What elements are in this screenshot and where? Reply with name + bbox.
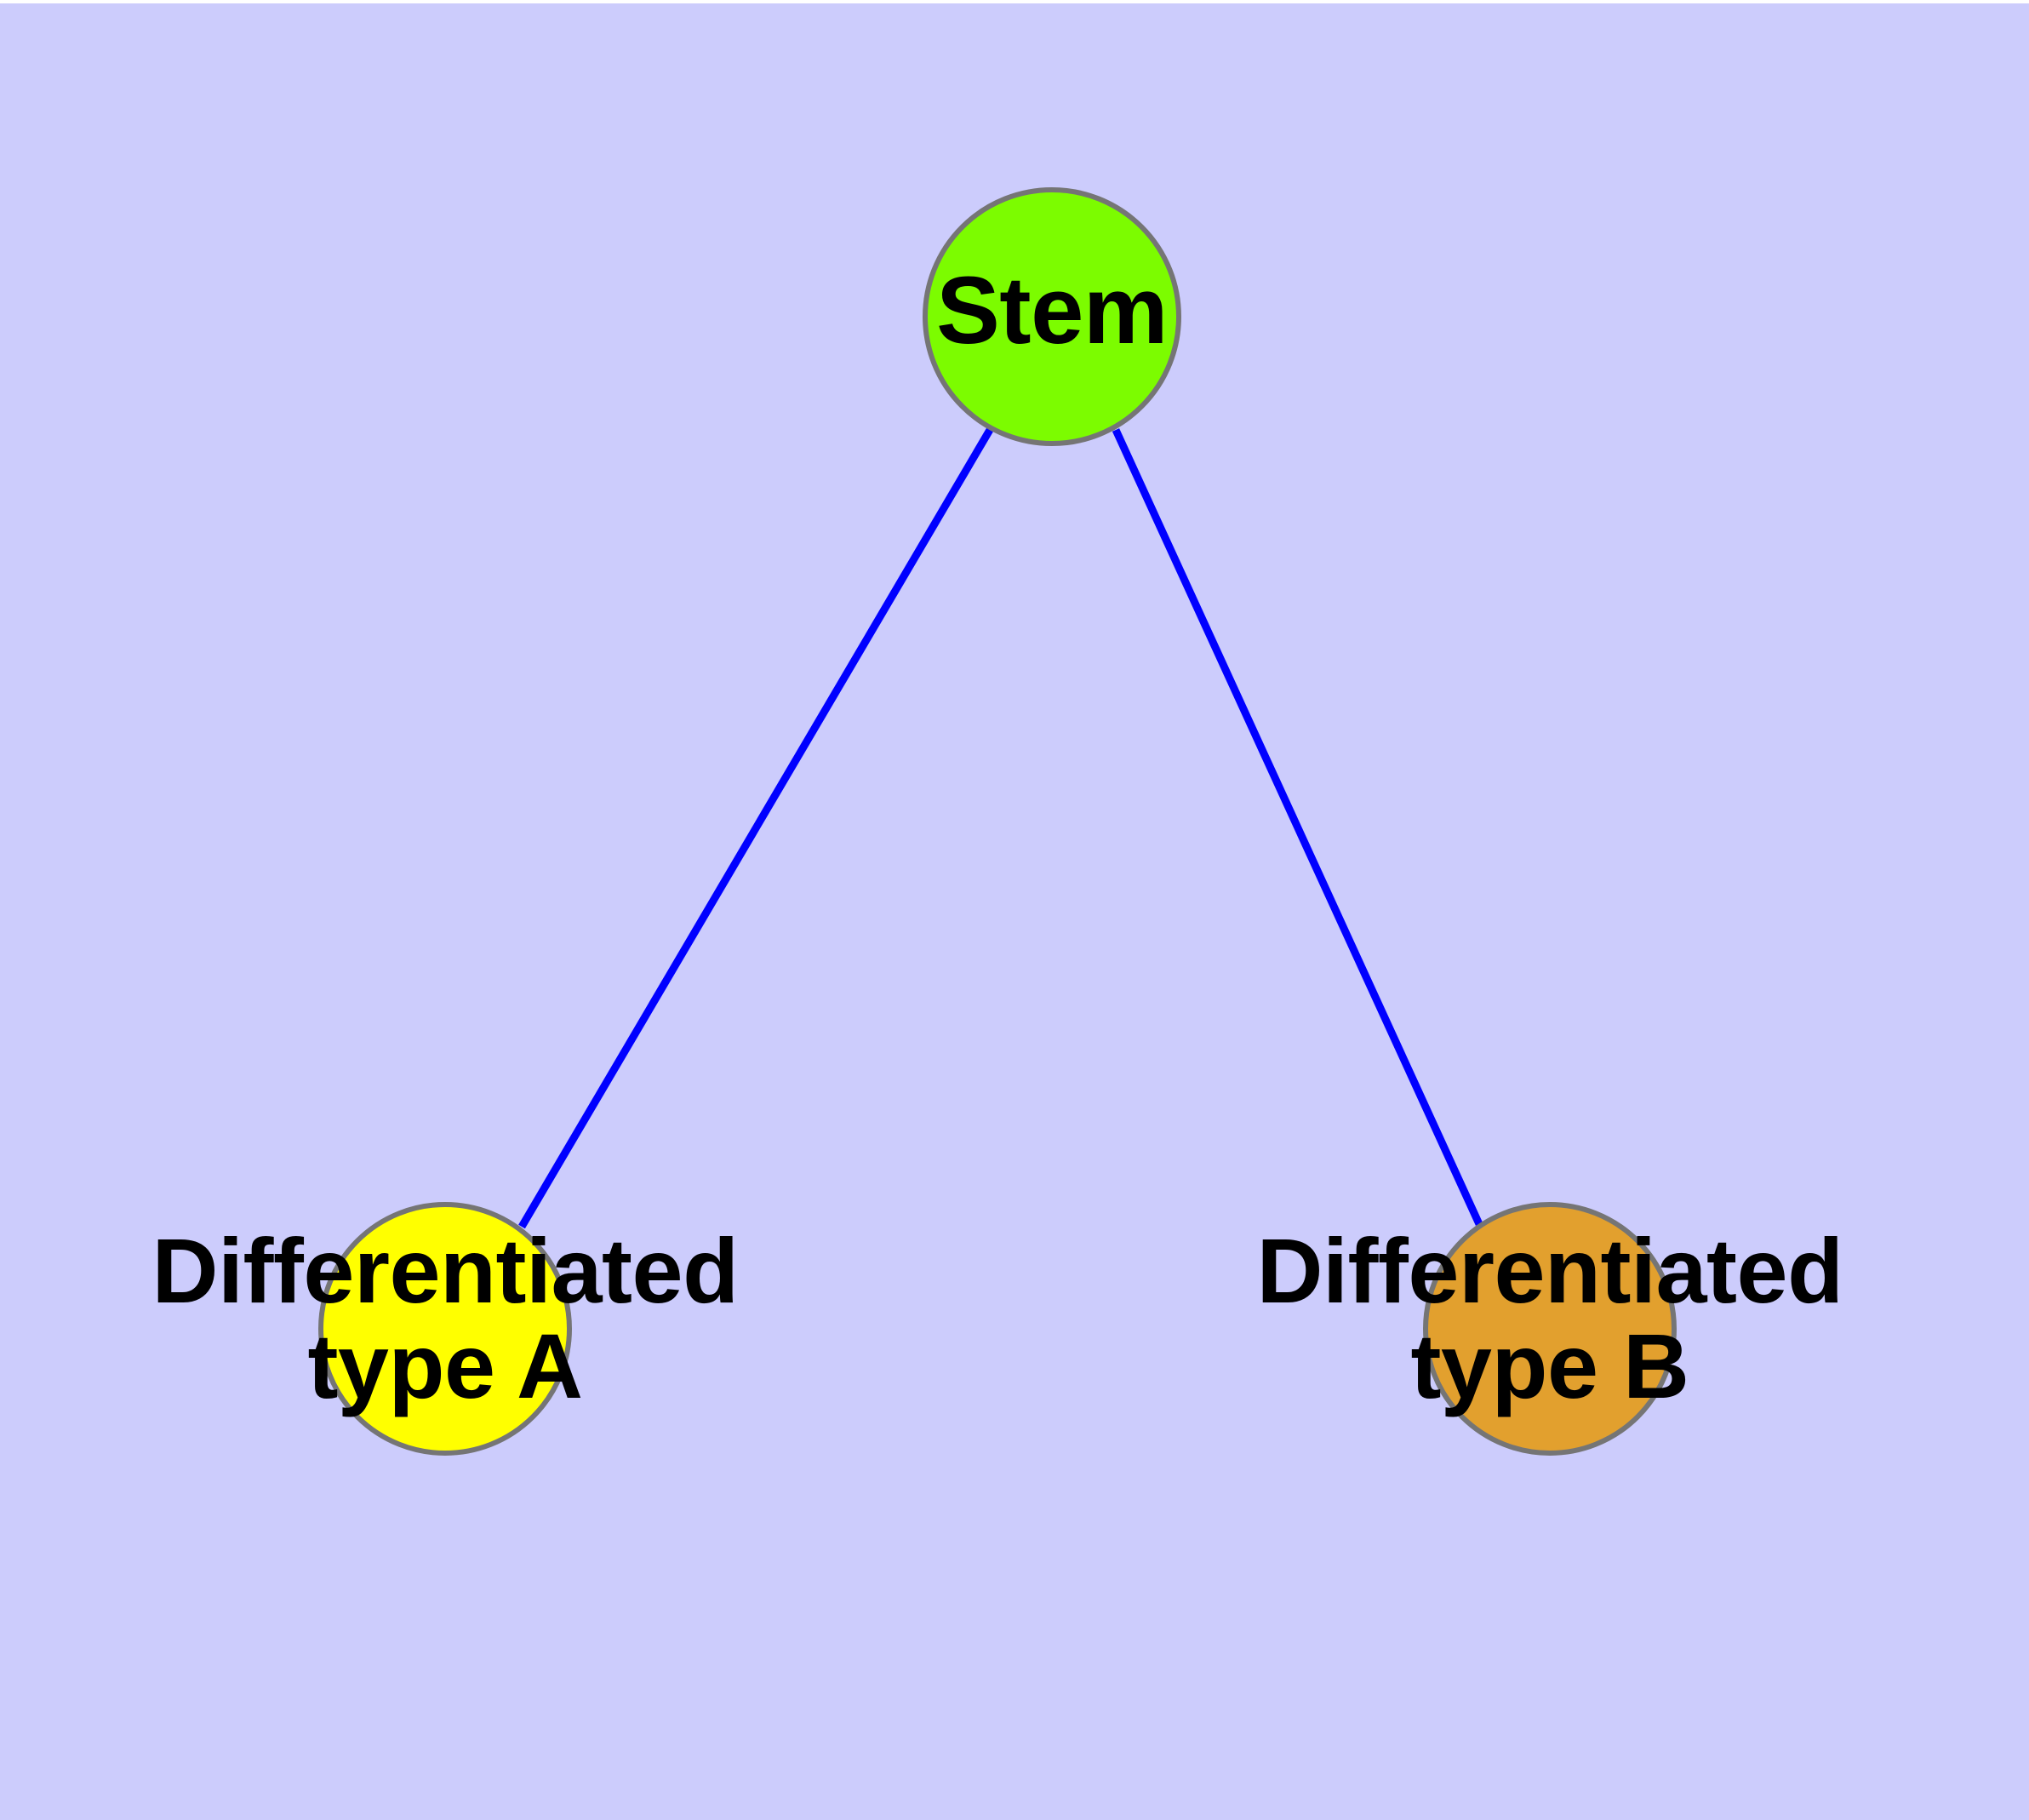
edge-stem-to-differentiated-type-b (1112, 428, 1483, 1226)
canvas-top-margin (0, 0, 2029, 3)
node-stem[interactable] (923, 187, 1181, 446)
edge-stem-to-differentiated-type-a (518, 427, 993, 1229)
node-differentiated-type-a[interactable] (318, 1202, 572, 1456)
node-differentiated-type-b[interactable] (1423, 1202, 1677, 1456)
